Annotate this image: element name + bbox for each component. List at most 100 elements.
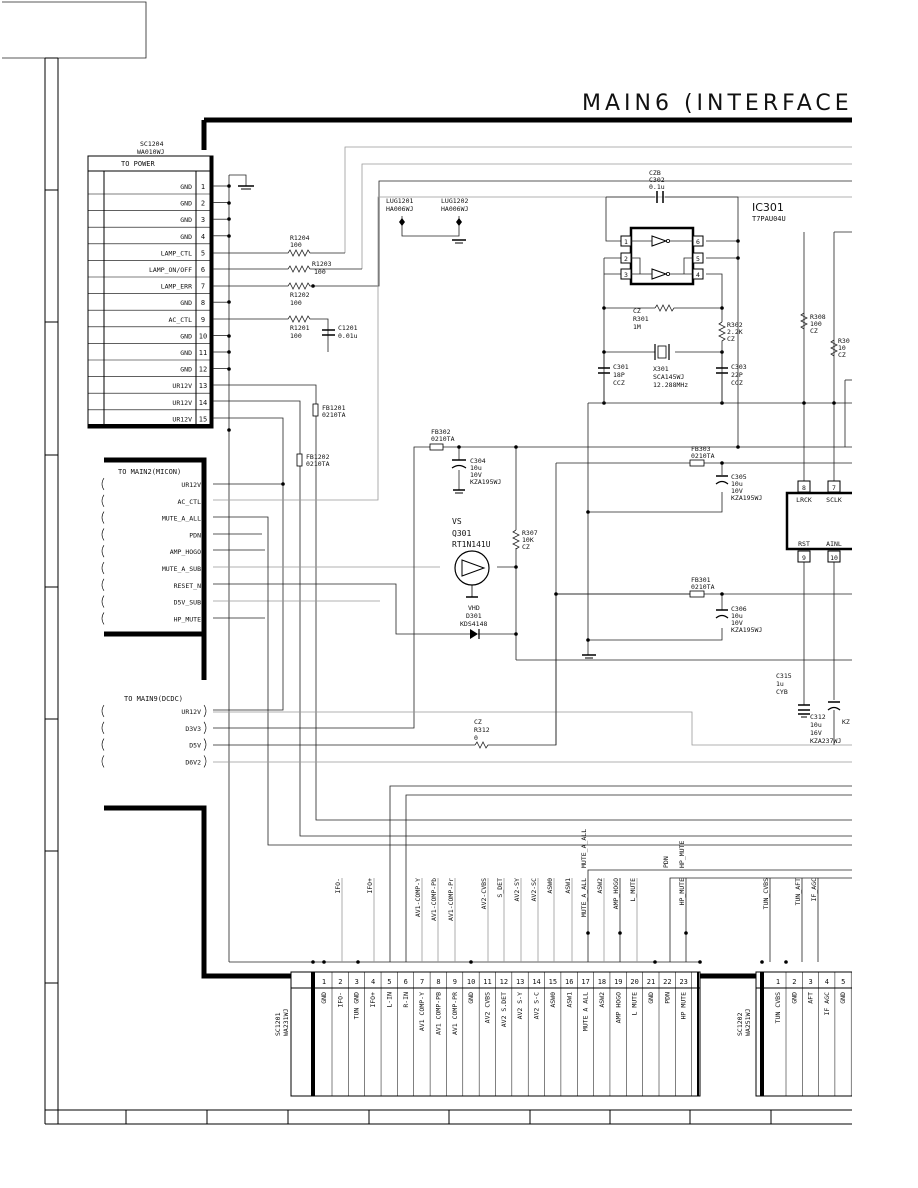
sc1202-pin-label: IF AGC	[823, 992, 831, 1016]
sc1201-net-label-top: PDN	[662, 856, 670, 868]
main2-signal-label: RESET_N	[174, 582, 201, 590]
sc1201-pin-label: IFO-	[336, 992, 344, 1008]
main2-signal-label: PDN	[189, 531, 201, 539]
main2-signal-label: AMP_HOGO	[170, 548, 201, 556]
r1202-value: 100	[290, 299, 302, 307]
sc1202-ref: SC1202	[736, 1012, 744, 1036]
r308-tol: CZ	[810, 327, 818, 335]
sc1202-part: WA251WJ	[744, 1009, 752, 1036]
sc1201-net-label: AV2-SY	[513, 878, 521, 902]
svg-text:6: 6	[696, 238, 700, 246]
kz-label: KZ	[842, 718, 850, 726]
main9-signal: D3V3	[101, 721, 207, 734]
fb303-ref: FB303	[691, 445, 711, 453]
ic-pin-label: AINL	[826, 540, 842, 548]
sc1204-pin-label: AC_CTL	[169, 316, 193, 324]
svg-text:4: 4	[696, 271, 700, 279]
ic-pin-number: 7	[832, 484, 836, 492]
fb1201-ref: FB1201	[322, 404, 346, 412]
sc1201-pin-label: AV2 CVBS	[484, 992, 492, 1023]
c305-l2: 10V	[731, 487, 743, 495]
page-frame	[2, 1, 852, 1125]
sc1201-pin-number: 5	[387, 978, 391, 986]
c305-l1: 10u	[731, 480, 743, 488]
lug1201-ref: LUG1201	[386, 197, 413, 205]
main2-signal-label: UR12V	[181, 481, 201, 489]
ic301-part: T7PAU04U	[752, 215, 786, 223]
sc1201-net-label: ASW0	[546, 878, 554, 894]
sc1204-pin-number: 9	[201, 316, 205, 324]
r30x-ref: R30	[838, 337, 850, 345]
r307-value: 10K	[522, 536, 534, 544]
sc1204-pin-label: LAMP_ERR	[161, 283, 192, 291]
d301-part: KDS4148	[460, 620, 487, 628]
ic-pin-number: 9	[802, 554, 806, 562]
x301-freq: 12.288MHz	[653, 381, 688, 389]
r302-tol: CZ	[727, 335, 735, 343]
junction-dots	[227, 184, 836, 964]
main2-signal: HP_MUTE	[101, 612, 207, 625]
sc1201-pin-number: 9	[453, 978, 457, 986]
sc1204-pin-number: 3	[201, 216, 205, 224]
c306-ref: C306	[731, 605, 747, 613]
sc1204-pin-label: UR12V	[172, 399, 192, 407]
sc1201-pin-label: ASW0	[549, 992, 557, 1008]
c306-l2: 10V	[731, 619, 743, 627]
sc1201-pin-label: L MUTE	[631, 992, 639, 1016]
main2-signal: AMP_HOGO	[101, 545, 207, 558]
c315-tol: CYB	[776, 688, 788, 696]
sc1201-pin-number: 2	[338, 978, 342, 986]
sc1201-net-label: AV2-CVBS	[480, 878, 488, 909]
c315-value: 1u	[776, 680, 784, 688]
sc1201-pin-number: 20	[630, 978, 638, 986]
c301-value: 18P	[613, 371, 625, 379]
c1201-value: 0.01u	[338, 332, 358, 340]
main2-signal: PDN	[101, 528, 207, 541]
sc1201-net-label: IFO+	[366, 878, 374, 894]
r308-value: 100	[810, 320, 822, 328]
q301-l1: VS	[452, 517, 462, 526]
main2-signal: MUTE_A_SUB	[101, 561, 207, 575]
main9-signal: D6V2	[101, 755, 207, 768]
ic-pin-number: 8	[802, 484, 806, 492]
sc1204-pin-label: UR12V	[172, 382, 192, 390]
sc1202-pin-number: 1	[776, 978, 780, 986]
sc1201-pin-number: 13	[516, 978, 524, 986]
sc1204-pin-number: 1	[201, 183, 205, 191]
main2-signal: D5V_SUB	[101, 595, 207, 608]
q301-part: RT1N141U	[452, 540, 491, 549]
sc1201-pin-number: 1	[322, 978, 326, 986]
sc1201-pin-number: 11	[483, 978, 491, 986]
r308-ref: R308	[810, 313, 826, 321]
c1201-ref: C1201	[338, 324, 358, 332]
sc1201-pin-number: 21	[647, 978, 655, 986]
sc1201-pin-number: 6	[404, 978, 408, 986]
sc1201-net-label: AV2-SC	[530, 878, 538, 902]
fb302-part: 0210TA	[431, 435, 455, 443]
sc1201-pin-label: ASW1	[565, 992, 573, 1008]
sc1204-pin-label: GND	[180, 216, 192, 224]
c315-c312: C315 1u CYB C312 10u 16V KZA237WJ KZ	[776, 672, 850, 745]
sc1201-pin-number: 19	[614, 978, 622, 986]
sc1201-pin-label: L-IN	[385, 992, 393, 1008]
r1203-ref: R1203	[312, 260, 332, 268]
main2-signal-list: UR12VAC_CTLMUTE_A_ALLPDNAMP_HOGOMUTE_A_S…	[101, 477, 207, 625]
sc1202-pin-number: 2	[792, 978, 796, 986]
sc1204-pin-number: 4	[201, 233, 205, 241]
sc1204-pin-number: 13	[199, 382, 207, 390]
sc1204-pin-number: 15	[199, 415, 207, 423]
c306-l1: 10u	[731, 612, 743, 620]
